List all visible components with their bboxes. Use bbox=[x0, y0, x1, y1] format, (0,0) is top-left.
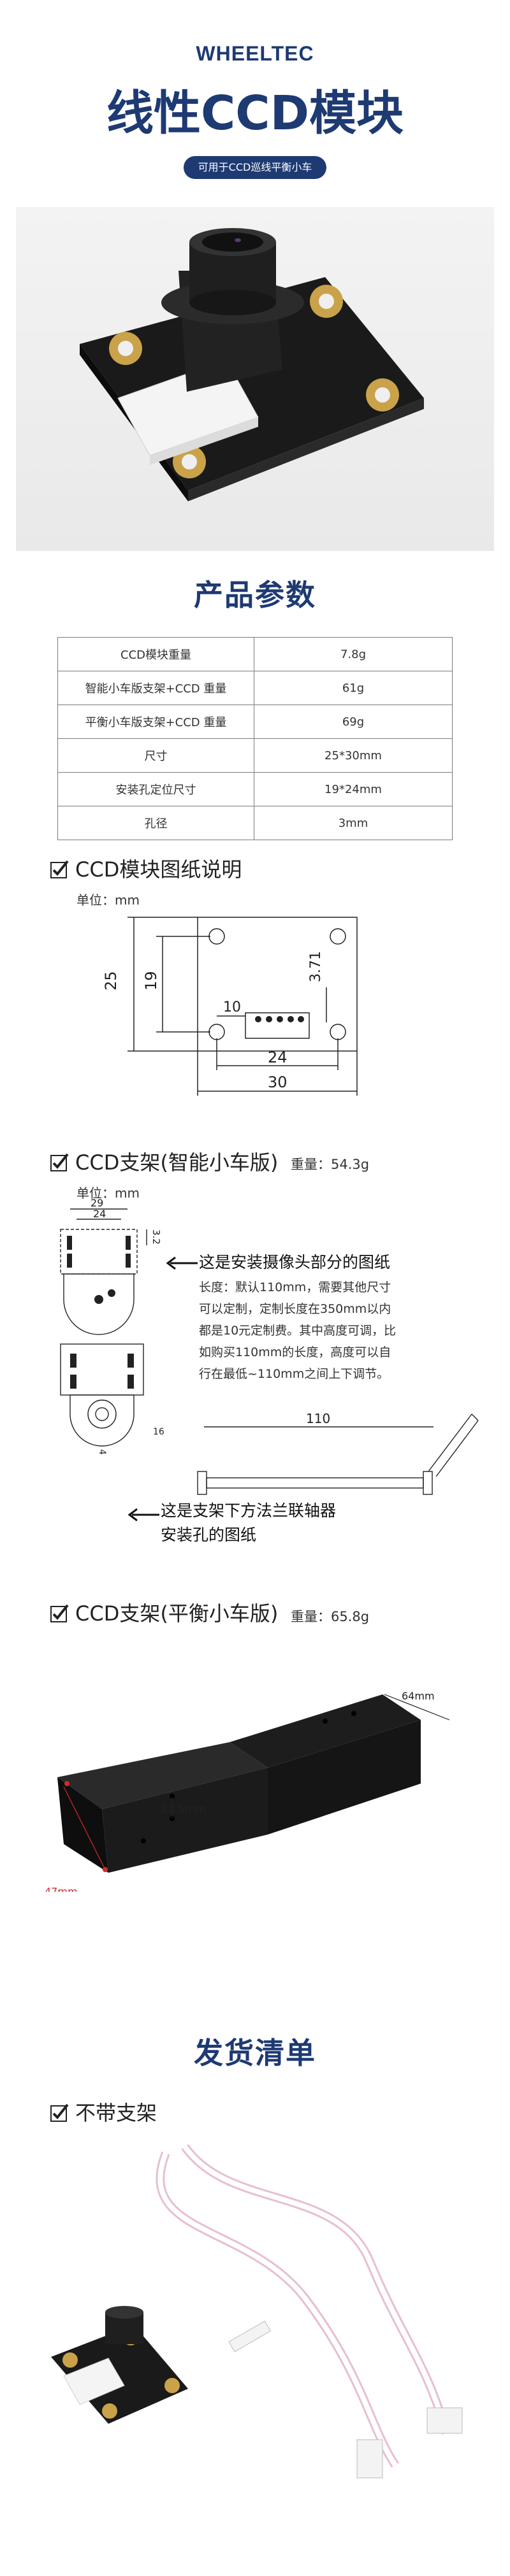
shipping-title: 发货清单 bbox=[194, 2036, 316, 2070]
module-dimension-drawing: 25 19 10 3.71 24 30 bbox=[102, 917, 358, 1096]
dim-64: 64mm bbox=[402, 1690, 435, 1702]
checkbox-icon bbox=[50, 1604, 69, 1622]
dim-30: 30 bbox=[268, 1073, 288, 1091]
dim-16: 16 bbox=[153, 1427, 164, 1437]
balance-bracket-illustration: 64mm 23.5mm 47mm bbox=[45, 1690, 450, 1892]
dim-23-5: 23.5mm bbox=[161, 1803, 206, 1815]
bracket-balance-weight: 重量：65.8g bbox=[291, 1609, 370, 1624]
dim-3-2: 3.2 bbox=[150, 1229, 162, 1245]
drawing-unit: 单位：mm bbox=[76, 892, 140, 908]
subtitle-badge: 可用于CCD巡线平衡小车 bbox=[184, 156, 326, 179]
shipping-item-title: 不带支架 bbox=[50, 2097, 157, 2126]
hero-photo bbox=[16, 207, 494, 551]
params-title: 产品参数 bbox=[194, 578, 316, 612]
dim-47: 47mm bbox=[45, 1885, 78, 1892]
dim-110: 110 bbox=[306, 1411, 330, 1426]
brand-name: WHEELTEC bbox=[196, 42, 314, 65]
arrow-left-icon bbox=[127, 1508, 159, 1522]
ccd-module-illustration bbox=[80, 228, 424, 501]
dim-19: 19 bbox=[142, 971, 160, 991]
dim-29: 29 bbox=[91, 1198, 103, 1209]
dim-24b: 24 bbox=[93, 1208, 106, 1220]
bracket-side-drawing: 110 bbox=[197, 1411, 479, 1495]
bracket-balance-title: CCD支架(平衡小车版) bbox=[50, 1598, 278, 1627]
dim-25: 25 bbox=[102, 971, 120, 991]
bracket-smart-title: CCD支架(智能小车版) bbox=[50, 1147, 278, 1176]
checkbox-icon bbox=[50, 1153, 69, 1171]
bracket-drawing: 29 24 3.2 4 16 bbox=[60, 1198, 164, 1455]
shipping-contents-illustration bbox=[51, 2143, 463, 2479]
dim-4: 4 bbox=[97, 1449, 107, 1455]
bracket-smart-unit: 单位：mm bbox=[76, 1185, 140, 1201]
note1-body: 长度：默认110mm，需要其他尺寸 可以定制，定制长度在350mm以内 都是10… bbox=[199, 1280, 397, 1381]
dim-3-71: 3.71 bbox=[308, 951, 324, 982]
note2: 这是支架下方法兰联轴器 安装孔的图纸 bbox=[161, 1501, 337, 1544]
bracket-smart-weight: 重量：54.3g bbox=[291, 1157, 370, 1172]
dim-10: 10 bbox=[223, 999, 241, 1015]
drawing-section-title: CCD模块图纸说明 bbox=[50, 854, 242, 883]
dim-24: 24 bbox=[268, 1048, 288, 1066]
checkbox-icon bbox=[50, 860, 69, 878]
page-title: 线性CCD模块 bbox=[106, 86, 404, 141]
note1-title: 这是安装摄像头部分的图纸 bbox=[199, 1253, 391, 1271]
checkbox-icon bbox=[50, 2103, 69, 2122]
arrow-left-icon bbox=[166, 1256, 198, 1270]
